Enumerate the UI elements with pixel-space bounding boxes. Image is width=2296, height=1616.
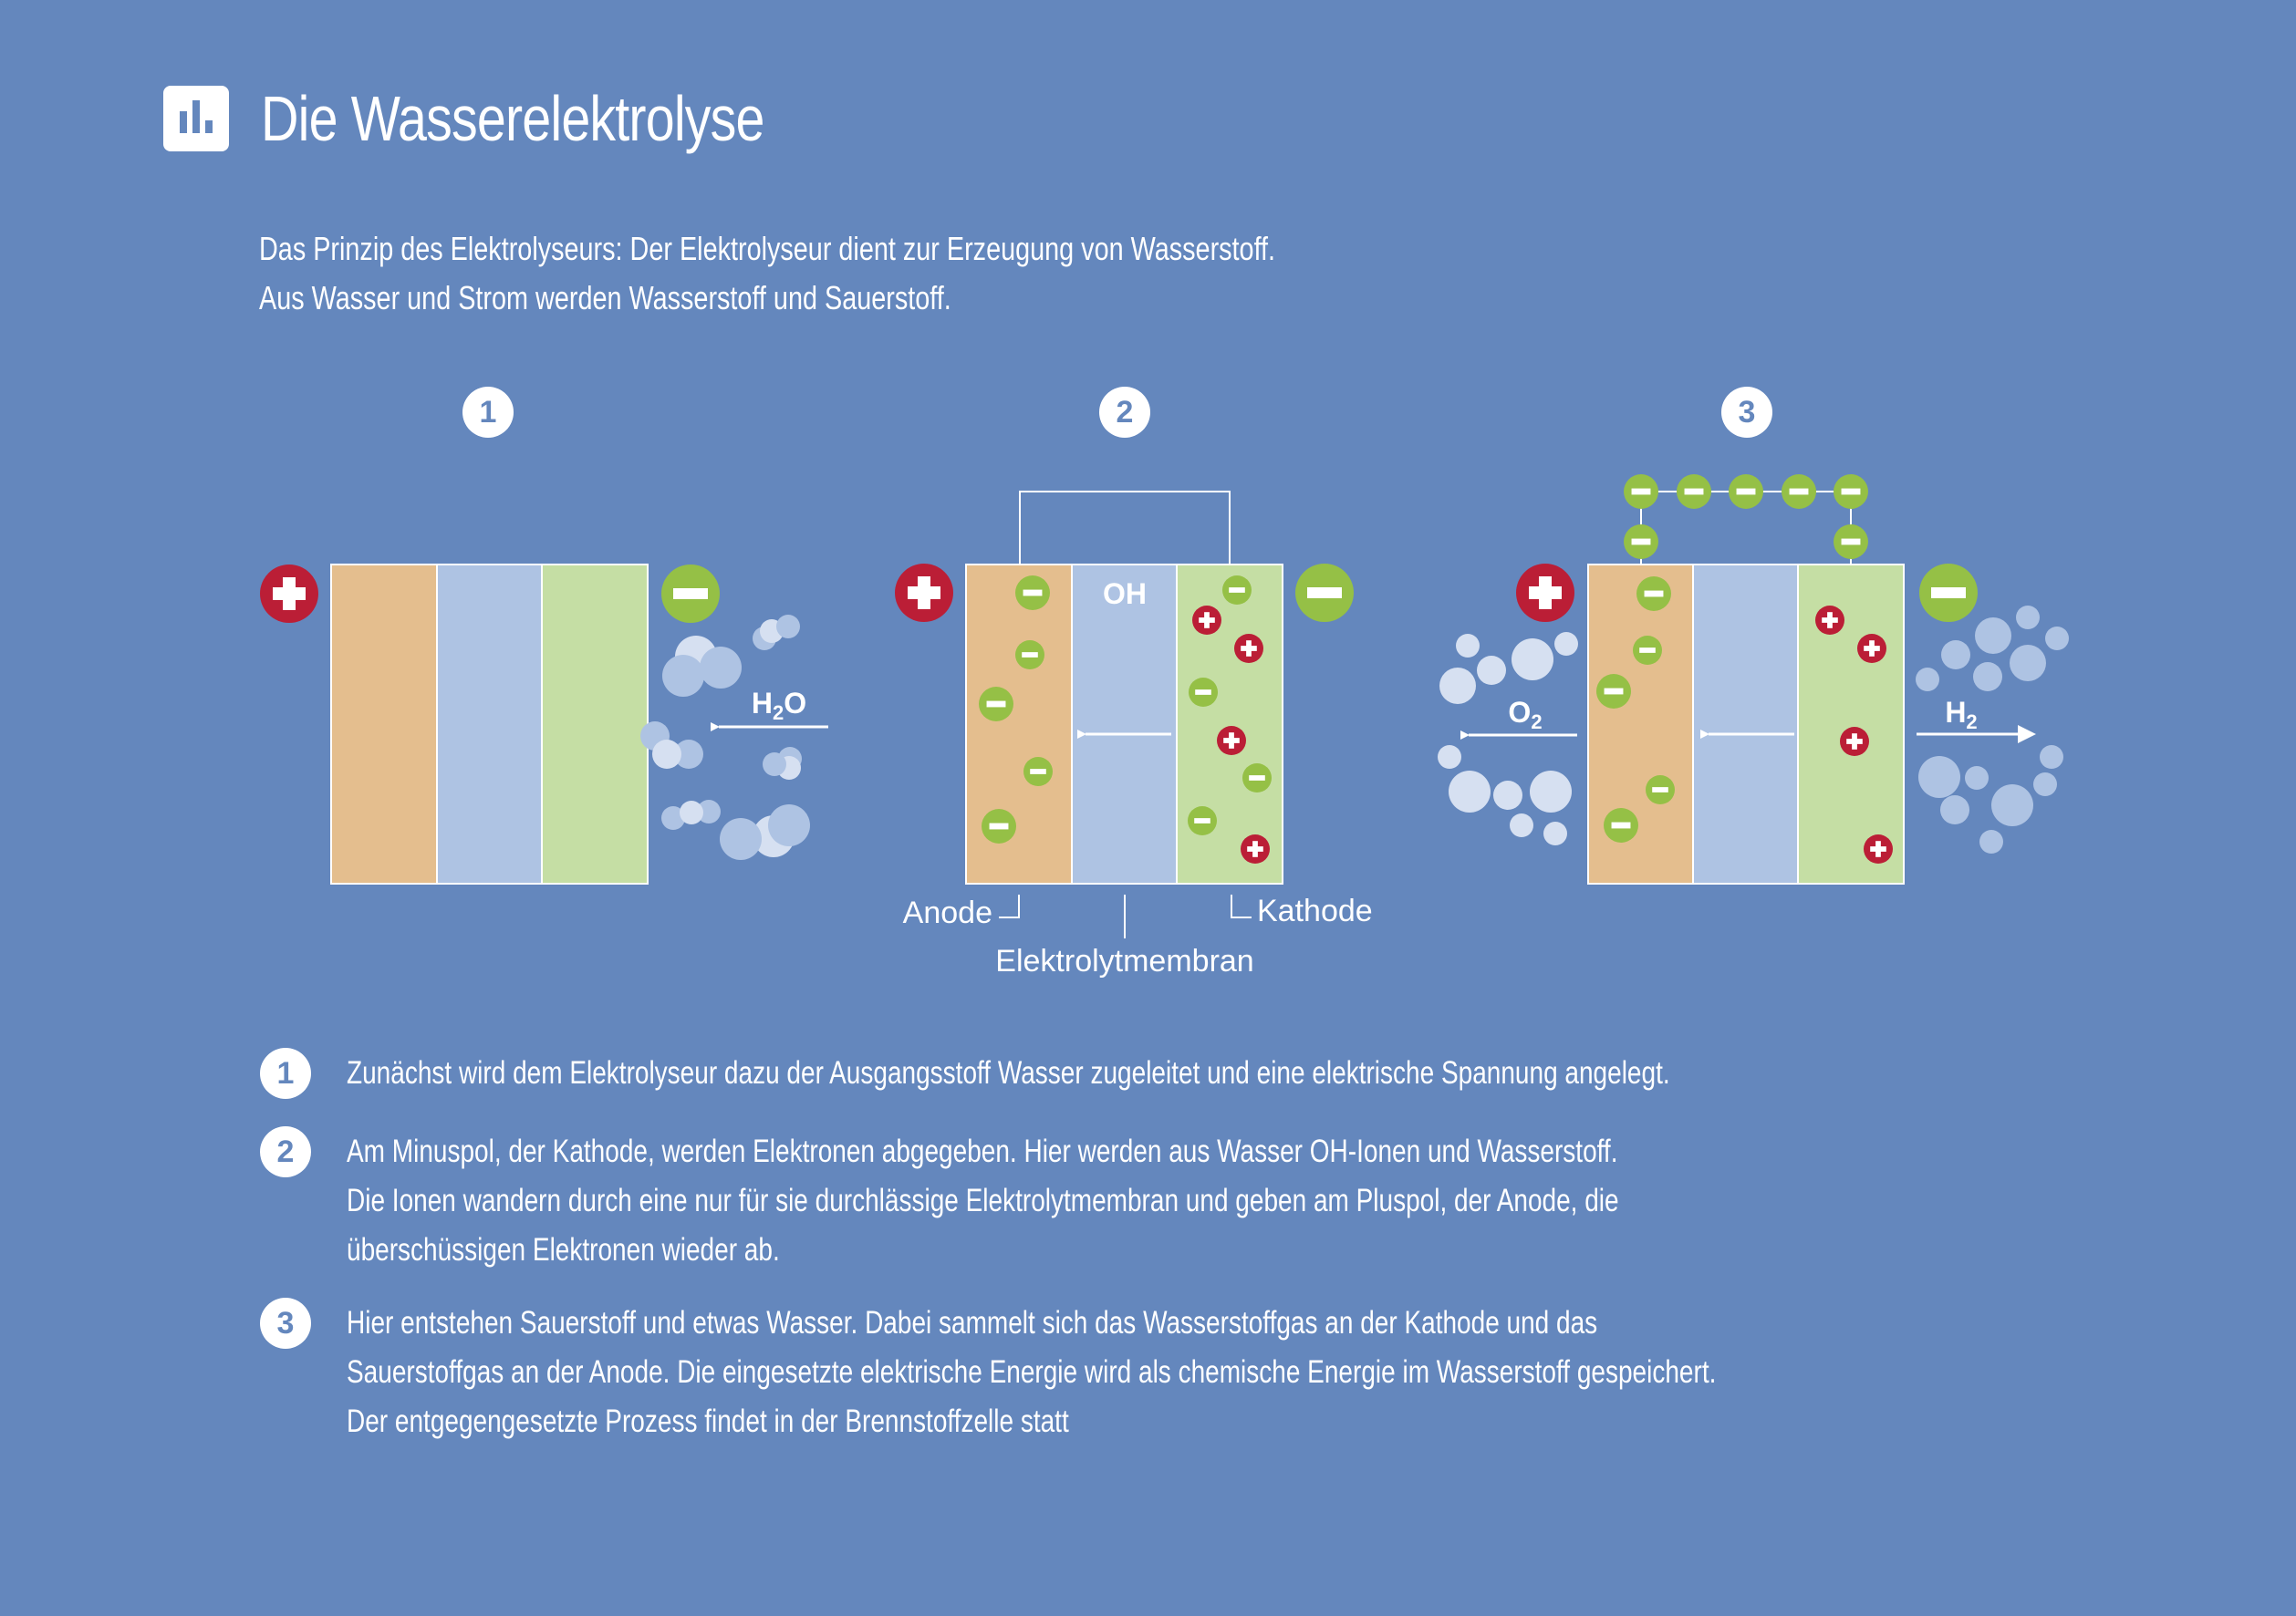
negative-pole-icon <box>1919 564 1978 622</box>
negative-ion-icon <box>1242 763 1272 792</box>
negative-ion-icon <box>1646 775 1675 804</box>
positive-ion-icon <box>1192 606 1221 635</box>
list-item-1-line-1: Zunächst wird dem Elektrolyseur dazu der… <box>347 1055 1670 1091</box>
bar-chart-icon <box>163 86 229 151</box>
anode-label: Anode <box>903 896 992 930</box>
positive-pole-icon <box>895 564 953 622</box>
negative-ion-icon <box>1189 678 1218 707</box>
list-item-3-line-3: Der entgegengesetzte Prozess findet in d… <box>347 1404 1069 1439</box>
step-badge-1: 1 <box>462 387 514 438</box>
electron-chain <box>1624 474 1868 559</box>
negative-ion-icon <box>1834 524 1868 559</box>
list-item-2-line-3: überschüssigen Elektronen wieder ab. <box>347 1232 780 1268</box>
diagram-2: OH Anode Elektrolytmembran Kathode <box>895 491 1373 979</box>
ions <box>1596 576 1893 864</box>
diagram-3: O2 H2 <box>1438 474 2069 885</box>
external-circuit-wire <box>1019 491 1231 565</box>
intro-line-2: Aus Wasser und Strom werden Wasserstoff … <box>259 279 951 316</box>
anode-layer <box>1588 565 1693 884</box>
positive-ion-icon <box>1864 834 1893 864</box>
list-item-1: Zunächst wird dem Elektrolyseur dazu der… <box>347 1049 1670 1098</box>
step-badge-2: 2 <box>1099 387 1150 438</box>
list-badge-3: 3 <box>260 1298 311 1349</box>
arrowhead-icon <box>2018 725 2036 743</box>
negative-ion-icon <box>1624 474 1658 509</box>
negative-ion-icon <box>1782 474 1816 509</box>
intro-line-1: Das Prinzip des Elektrolyseurs: Der Elek… <box>259 230 1276 267</box>
list-badge-1: 1 <box>260 1048 311 1099</box>
cathode-layer <box>1798 565 1904 884</box>
list-item-3: Hier entstehen Sauerstoff und etwas Wass… <box>347 1299 1716 1446</box>
positive-pole-icon <box>260 565 318 623</box>
ions <box>979 575 1272 864</box>
cell-outline <box>1587 564 1905 885</box>
oxygen-bubbles <box>1438 632 1578 845</box>
negative-ion-icon <box>1596 674 1631 709</box>
negative-ion-icon <box>979 687 1013 721</box>
positive-ion-icon <box>1815 606 1844 635</box>
negative-ion-icon <box>1677 474 1711 509</box>
membrane-layer <box>437 565 542 884</box>
list-item-2-line-1: Am Minuspol, der Kathode, werden Elektro… <box>347 1134 1618 1169</box>
positive-ion-icon <box>1234 634 1263 663</box>
negative-ion-icon <box>1604 808 1638 843</box>
list-item-3-line-1: Hier entstehen Sauerstoff und etwas Wass… <box>347 1305 1598 1341</box>
positive-ion-icon <box>1241 834 1270 864</box>
negative-ion-icon <box>1729 474 1763 509</box>
list-badge-2: 2 <box>260 1126 311 1177</box>
positive-ion-icon <box>1857 634 1886 663</box>
positive-pole-icon <box>1516 564 1574 622</box>
negative-ion-icon <box>982 809 1016 844</box>
anode-layer <box>331 565 437 884</box>
negative-ion-icon <box>1633 636 1662 665</box>
negative-ion-icon <box>1834 474 1868 509</box>
membrane-layer <box>1693 565 1798 884</box>
negative-ion-icon <box>1222 575 1252 605</box>
cathode-layer <box>1177 565 1283 884</box>
negative-ion-icon <box>1023 757 1053 786</box>
positive-ion-icon <box>1217 726 1246 755</box>
cathode-layer <box>542 565 648 884</box>
water-label: H2O <box>752 687 806 724</box>
negative-ion-icon <box>1015 640 1044 669</box>
list-item-3-line-2: Sauerstoffgas an der Anode. Die eingeset… <box>347 1354 1717 1390</box>
intro-text: Das Prinzip des Elektrolyseurs: Der Elek… <box>259 224 1275 323</box>
page-title: Die Wasserelektrolyse <box>261 83 764 154</box>
anode-layer <box>966 565 1072 884</box>
hydrogen-bubbles <box>1916 606 2069 854</box>
cell-outline <box>965 564 1283 885</box>
positive-ion-icon <box>1840 727 1869 756</box>
list-item-2-line-2: Die Ionen wandern durch eine nur für sie… <box>347 1183 1619 1218</box>
membrane-label: Elektrolytmembran <box>995 944 1253 979</box>
negative-pole-icon <box>661 565 720 623</box>
water-molecules <box>640 615 810 860</box>
diagram-1: H2O <box>260 564 828 885</box>
cathode-label: Kathode <box>1257 894 1373 928</box>
oxygen-label: O2 <box>1508 696 1542 733</box>
negative-ion-icon <box>1624 524 1658 559</box>
list-item-2: Am Minuspol, der Kathode, werden Elektro… <box>347 1127 1619 1275</box>
negative-pole-icon <box>1295 564 1354 622</box>
negative-ion-icon <box>1188 806 1217 835</box>
membrane-layer <box>1072 565 1177 884</box>
hydroxide-ion-label: OH <box>1103 577 1147 610</box>
negative-ion-icon <box>1636 576 1671 611</box>
hydrogen-label: H2 <box>1945 696 1977 733</box>
step-badge-3: 3 <box>1721 387 1772 438</box>
negative-ion-icon <box>1015 575 1050 610</box>
